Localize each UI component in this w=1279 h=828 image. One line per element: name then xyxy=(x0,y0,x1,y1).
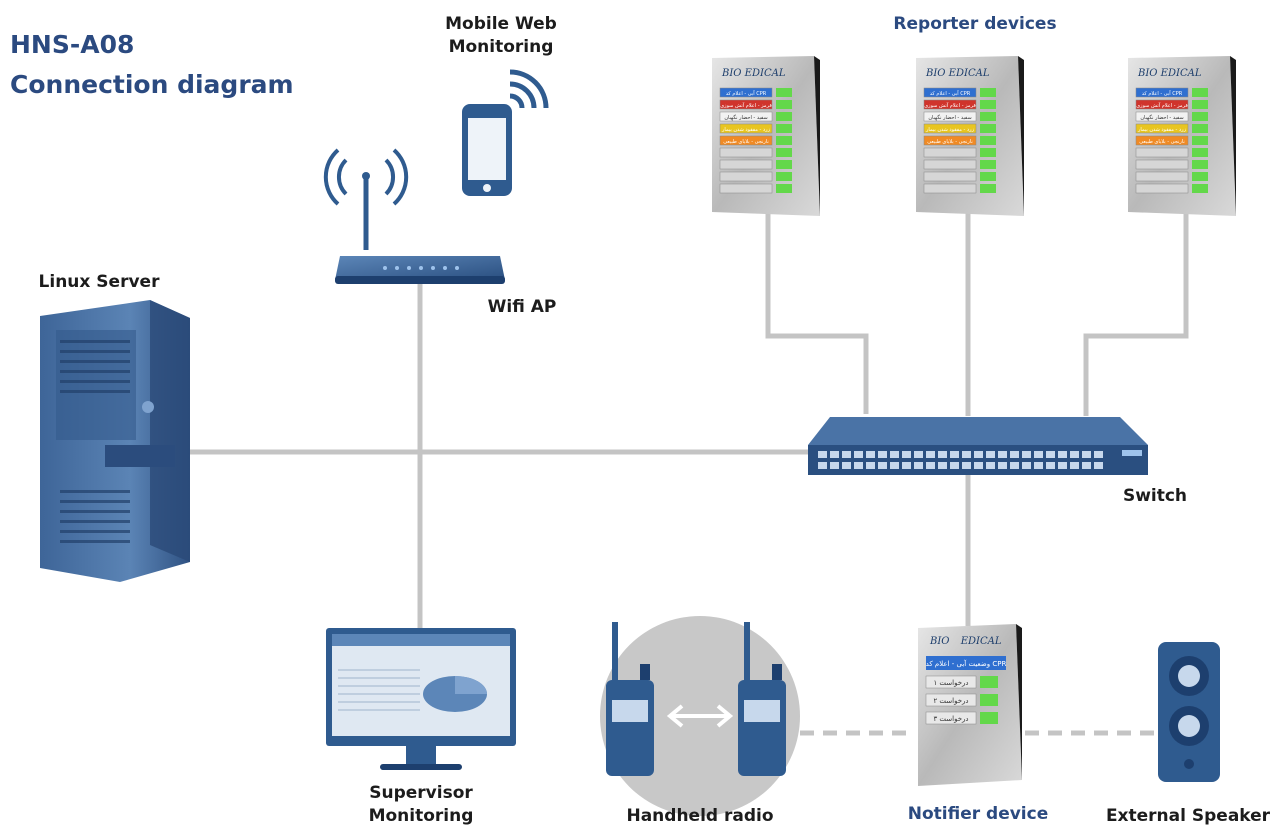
reporter-row-label: نارنجی - بلایای طبیعی xyxy=(927,139,972,145)
switch-icon xyxy=(808,417,1148,475)
reporter-device-icon: BIO EDICAL آبی - اعلام کد CPR قرمز - اعلام… xyxy=(712,56,820,216)
reporter-row-label: آبی - اعلام کد CPR xyxy=(930,90,971,97)
label-linux-server: Linux Server xyxy=(38,272,160,292)
reporter-row-label: زرد - مفقود شدن بیمار xyxy=(721,127,771,133)
notifier-row-label: درخواست ۲ xyxy=(933,697,968,705)
notifier-brand: BIO EDICAL xyxy=(929,636,1002,647)
reporter-row-label: نارنجی - بلایای طبیعی xyxy=(1139,139,1184,145)
connection-lines xyxy=(185,210,1189,628)
reporter-device-icon: BIO EDICAL آبی - اعلام کد CPR قرمز - اعلام… xyxy=(916,56,1024,216)
notifier-device-icon: BIO EDICAL وضعیت آبی - اعلام کد CPR درخو… xyxy=(918,624,1022,786)
diagram-title-model: HNS-A08 xyxy=(10,30,135,59)
monitor-icon xyxy=(326,628,516,770)
wifi-signal-icon xyxy=(509,69,549,109)
label-notifier-device: Notifier device xyxy=(907,804,1049,824)
phone-icon xyxy=(462,104,512,196)
reporter-row-label: زرد - مفقود شدن بیمار xyxy=(925,127,975,133)
reporter-row-label: سفید - احضار نگهبان xyxy=(724,114,767,121)
notifier-header-text: وضعیت آبی - اعلام کد CPR xyxy=(926,659,1007,668)
reporter-row-label: قرمز - اعلام آتش سوزی xyxy=(1136,102,1188,109)
reporter-row-label: زرد - مفقود شدن بیمار xyxy=(1137,127,1187,133)
label-wifi-ap: Wifi AP xyxy=(487,297,557,317)
label-mobile-line1: Mobile Web xyxy=(445,14,557,34)
line-reporter3-to-switch xyxy=(1083,210,1189,416)
notifier-row-label: درخواست ۳ xyxy=(933,715,968,723)
label-reporter-devices: Reporter devices xyxy=(893,14,1057,34)
label-external-speaker: External Speaker xyxy=(1105,806,1271,826)
radio-icon xyxy=(606,622,654,776)
label-supervisor-line2: Monitoring xyxy=(368,806,474,826)
reporter-row-label: قرمز - اعلام آتش سوزی xyxy=(924,102,976,109)
label-mobile-line2: Monitoring xyxy=(448,37,554,57)
notifier-row-label: درخواست ۱ xyxy=(933,679,968,687)
reporter-row-label: قرمز - اعلام آتش سوزی xyxy=(720,102,772,109)
reporter-row-label: آبی - اعلام کد CPR xyxy=(726,90,767,97)
router-icon xyxy=(323,148,505,284)
reporter-brand: BIO EDICAL xyxy=(721,68,786,79)
reporter-device-icon: BIO EDICAL آبی - اعلام کد CPR قرمز - اعلام… xyxy=(1128,56,1236,216)
reporter-row-label: سفید - احضار نگهبان xyxy=(1140,114,1183,121)
label-handheld-radio: Handheld radio xyxy=(626,806,774,826)
reporter-row-label: سفید - احضار نگهبان xyxy=(928,114,971,121)
reporter-row-label: نارنجی - بلایای طبیعی xyxy=(723,139,768,145)
label-switch: Switch xyxy=(1122,486,1188,506)
speaker-icon xyxy=(1158,642,1220,782)
reporter-brand: BIO EDICAL xyxy=(925,68,990,79)
double-arrow-icon xyxy=(666,704,734,728)
reporter-row-label: آبی - اعلام کد CPR xyxy=(1142,90,1183,97)
diagram-title-subtitle: Connection diagram xyxy=(10,70,294,99)
label-supervisor-line1: Supervisor xyxy=(369,783,473,803)
line-reporter1-to-switch xyxy=(765,210,869,414)
radio-icon xyxy=(738,622,786,776)
reporter-devices: BIO EDICAL آبی - اعلام کد CPR قرمز - اعلام… xyxy=(712,56,1236,216)
server-icon xyxy=(40,300,190,582)
reporter-brand: BIO EDICAL xyxy=(1137,68,1202,79)
